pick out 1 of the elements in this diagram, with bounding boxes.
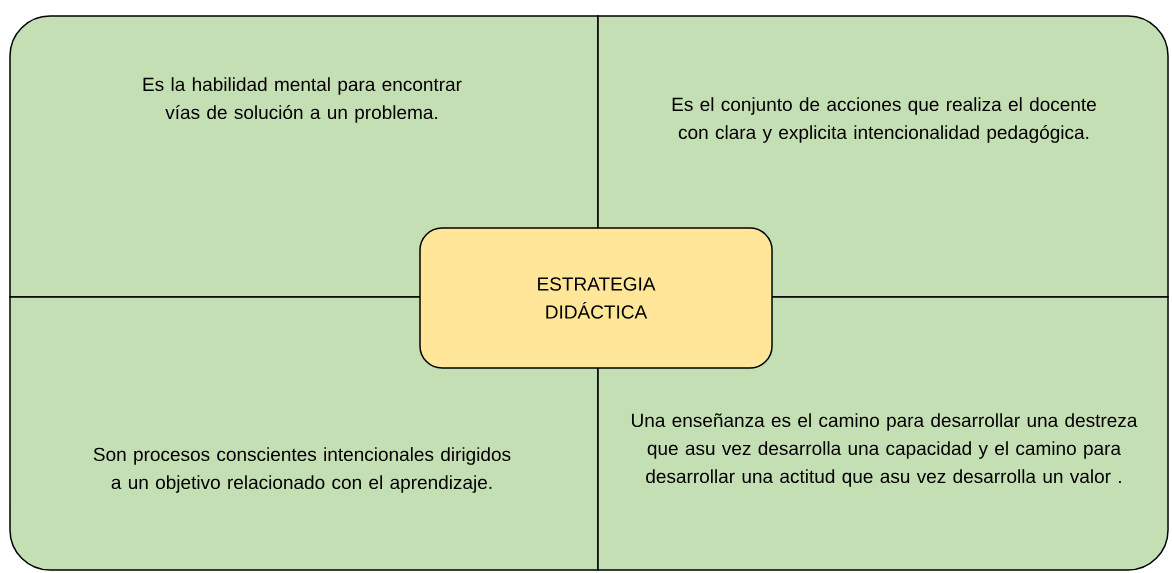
center-box: ESTRATEGIA DIDÁCTICA xyxy=(419,227,773,369)
